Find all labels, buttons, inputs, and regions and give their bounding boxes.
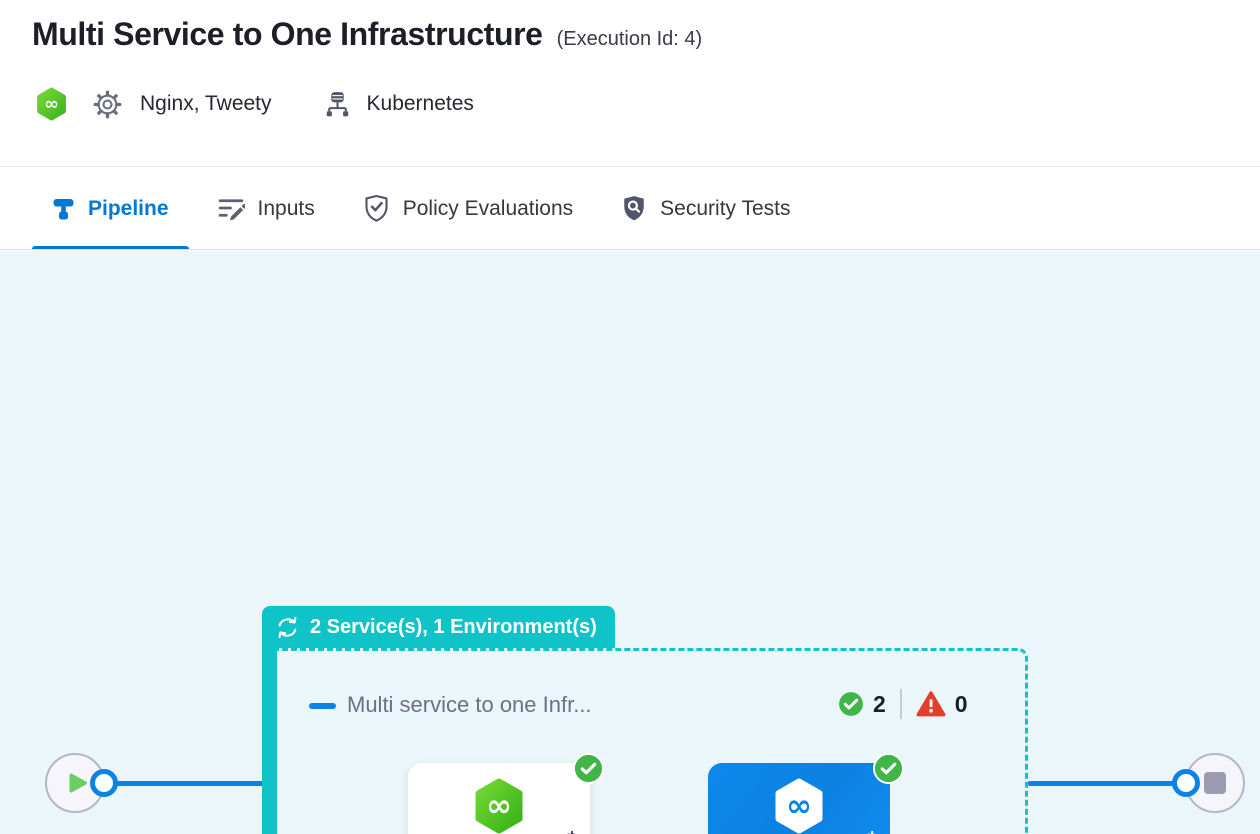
tab-pipeline-label: Pipeline <box>88 196 169 220</box>
connector-ring-right <box>1172 769 1200 797</box>
execution-meta-row: ∞ Nginx, Tweety <box>36 84 474 124</box>
success-check-icon <box>838 691 864 717</box>
stage-group-badge[interactable]: 2 Service(s), 1 Environment(s) <box>262 606 615 648</box>
service-success-badge-nginx <box>573 753 604 784</box>
collapse-stage-button[interactable] <box>309 703 336 709</box>
error-count: 0 <box>954 690 968 717</box>
pipeline-icon <box>52 197 75 221</box>
success-count: 2 <box>873 690 886 717</box>
service-card-tweety[interactable]: ∞ </> <box>708 763 890 834</box>
shield-scan-icon <box>621 194 647 223</box>
tab-security-tests-label: Security Tests <box>660 196 791 220</box>
stop-icon <box>1204 772 1226 794</box>
tab-inputs[interactable]: Inputs <box>197 167 335 250</box>
page-header: Multi Service to One Infrastructure (Exe… <box>0 0 1260 251</box>
tabbar-bottom-border <box>0 249 1260 250</box>
tab-security-tests[interactable]: Security Tests <box>601 167 810 250</box>
play-icon <box>68 772 88 794</box>
services-list: Nginx, Tweety <box>140 92 272 115</box>
harness-hexagon-green-icon: ∞ <box>471 776 527 834</box>
svg-text:∞: ∞ <box>486 788 512 824</box>
title-row: Multi Service to One Infrastructure (Exe… <box>32 16 702 53</box>
connector-line-right <box>1028 781 1178 786</box>
harness-service-icon: ∞ <box>36 87 67 121</box>
stage-group-side-strip <box>262 647 277 834</box>
gear-icon <box>93 90 122 119</box>
svg-text:∞: ∞ <box>786 788 812 824</box>
connector-ring-left <box>90 769 118 797</box>
tab-policy-evaluations[interactable]: Policy Evaluations <box>343 167 593 250</box>
stage-status: 2 0 <box>838 689 968 719</box>
service-card-nginx[interactable]: ∞ </> <box>408 763 590 834</box>
inputs-icon <box>217 196 245 221</box>
environment-name: Kubernetes <box>366 92 474 115</box>
service-success-badge-tweety <box>873 753 904 784</box>
stage-group-frame <box>263 648 1028 834</box>
tab-pipeline[interactable]: Pipeline <box>32 167 189 250</box>
harness-hexagon-white-icon: ∞ <box>771 776 827 834</box>
tab-bar: Pipeline In <box>32 167 819 250</box>
stage-title[interactable]: Multi service to one Infr... <box>347 692 592 717</box>
loop-icon <box>275 616 300 639</box>
execution-id: (Execution Id: 4) <box>556 28 703 50</box>
svg-text:∞: ∞ <box>44 95 59 115</box>
infrastructure-icon <box>322 89 353 120</box>
code-icon: </> <box>561 829 581 834</box>
pipeline-canvas: 2 Service(s), 1 Environment(s) Multi ser… <box>0 251 1260 834</box>
page-title: Multi Service to One Infrastructure <box>32 16 543 52</box>
tab-policy-evaluations-label: Policy Evaluations <box>402 196 574 220</box>
stage-group-label: 2 Service(s), 1 Environment(s) <box>310 615 597 638</box>
connector-line-left <box>114 781 264 786</box>
tab-inputs-label: Inputs <box>257 196 315 220</box>
header-divider <box>0 166 1260 167</box>
code-icon: </> <box>861 829 881 834</box>
shield-check-icon <box>363 194 390 223</box>
error-warning-icon <box>916 690 946 718</box>
status-divider <box>899 689 902 719</box>
